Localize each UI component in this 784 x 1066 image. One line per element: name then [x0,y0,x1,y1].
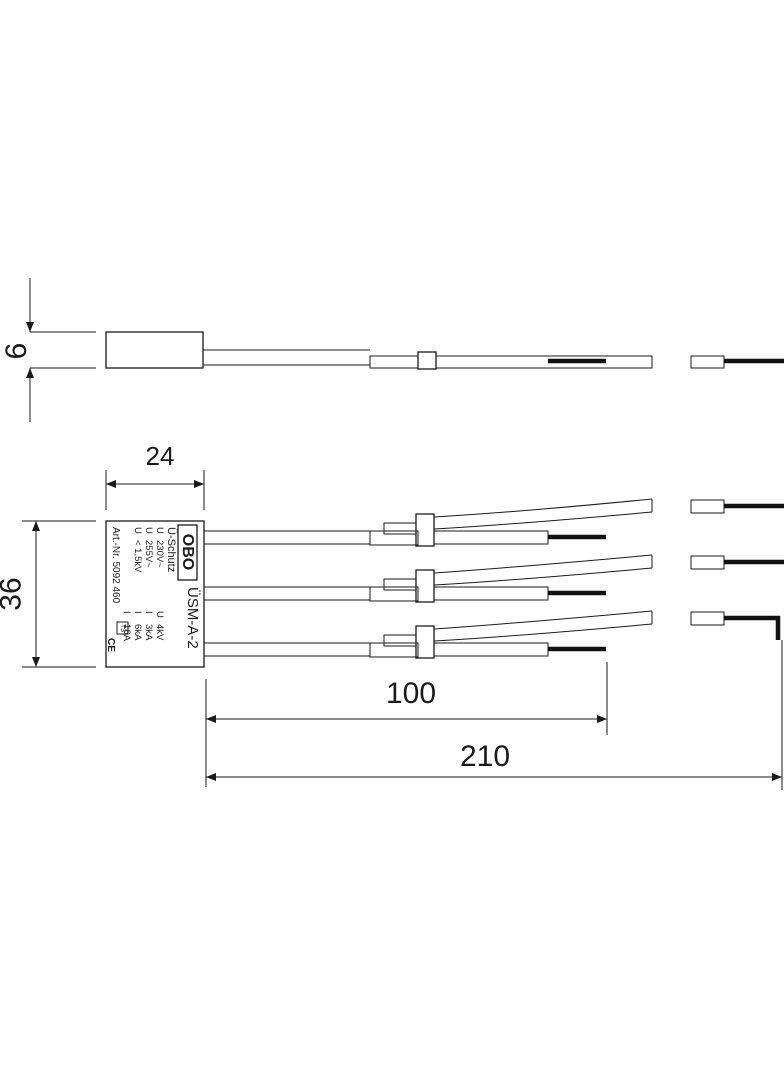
cable-1 [204,498,784,547]
dimension-length-short: 100 [386,677,436,710]
cable-3 [204,610,781,659]
label-i-n: I [143,611,154,614]
dimension-length-total: 210 [460,740,510,773]
function-text: Ü-Schutz [165,527,177,572]
t3-mark: T3 [119,624,126,632]
dimension-width-body: 24 [146,441,175,471]
side-view: 9 [0,278,784,422]
wire-insulation [435,355,653,369]
crimp-tab [383,522,417,535]
brand-text: OBO [179,534,196,570]
wire-insulation [433,642,549,657]
label-u-n: U [154,527,165,534]
label-3ka: 3kA [143,624,154,641]
label-i-l: I [121,611,132,614]
cable-2 [204,554,784,603]
label-1-5kv: < 1,5kV [132,540,143,573]
label-6ka: 6kA [132,624,143,641]
dimension-height-body: 36 [0,577,28,610]
crimp-collar [415,513,435,547]
wire-insulation [433,530,549,545]
crimp-collar [415,625,435,659]
crimp-collar [415,569,435,603]
article-number: Art.-Nr. 5092 460 [110,527,121,604]
device-label: OBO ÜSM-A-2 Ü-Schutz U 230V~ U 255V~ U <… [105,524,202,652]
wire-insulation [433,586,549,601]
label-u-c: U [143,527,154,534]
wire-insulation-end [690,555,725,570]
ce-mark: CE [105,638,116,652]
label-16a: 16A [121,624,132,642]
obo-logo [177,524,198,581]
t3-mark-box [116,621,129,635]
dimension-height-top: 9 [0,343,32,360]
wire-insulation-end [690,499,725,514]
label-4kv: 4kV [154,624,165,641]
crimp-sleeve [369,586,419,602]
crimp-collar [417,351,437,370]
label-i-max: I [132,611,143,614]
label-255v: 255V~ [143,540,154,568]
crimp-sleeve [369,530,419,546]
crimp-tab [383,578,417,591]
crimp-sleeve [369,642,419,658]
wire-core-end [724,615,781,640]
wire-insulation-end [690,611,725,626]
wire-insulation-end [690,355,725,369]
front-view: 24 36 OBO ÜSM-A-2 Ü-Schutz U 230V~ U 255… [0,441,784,790]
crimp-tab [383,634,417,647]
label-u-p: U [132,527,143,534]
model-text: ÜSM-A-2 [184,587,202,649]
device-body-front [105,520,205,668]
label-230v: 230V~ [154,540,165,568]
crimp-sleeve [369,355,419,369]
device-body-side [105,331,204,369]
label-u-oc: U [154,611,165,618]
